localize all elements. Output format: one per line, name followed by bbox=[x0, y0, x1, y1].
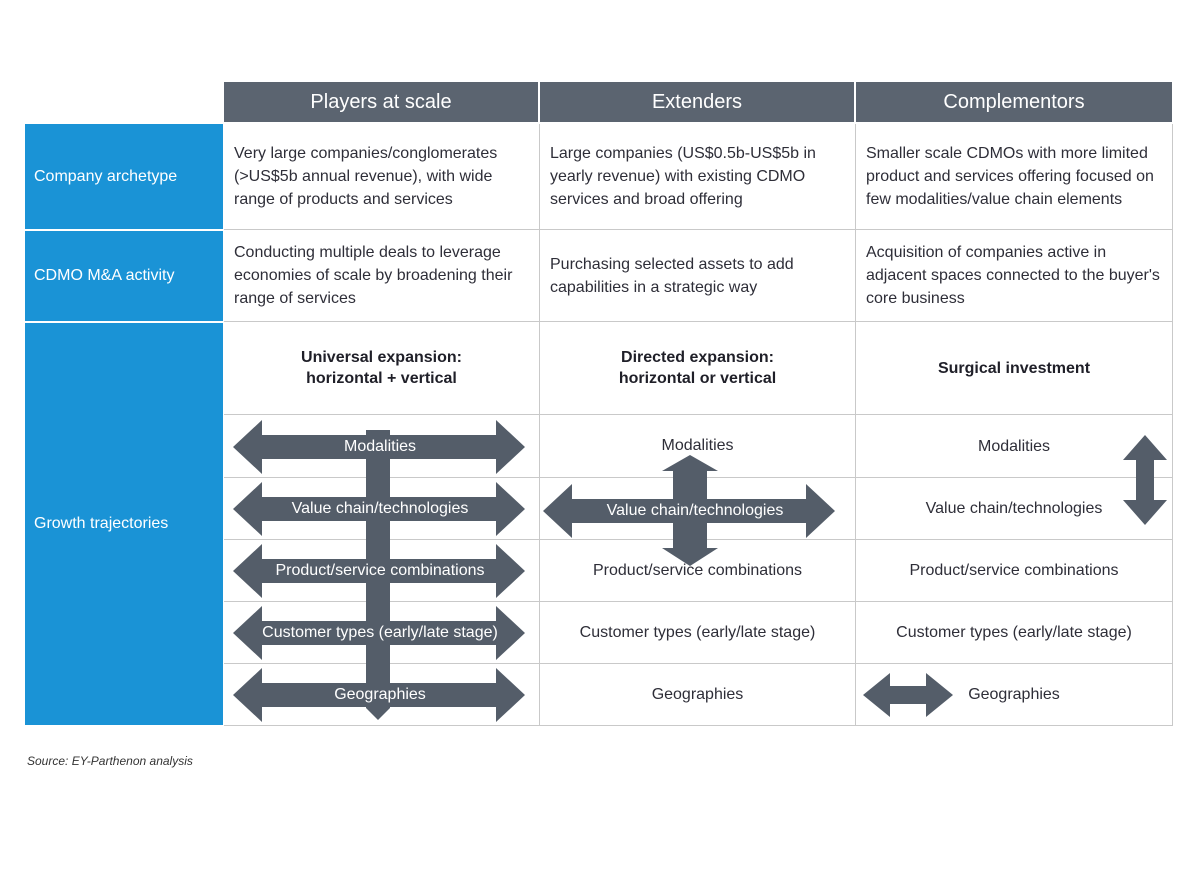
column-header-players-at-scale: Players at scale bbox=[224, 82, 538, 122]
archetype-extenders-cell: Large companies (US$0.5b-US$5b in yearly… bbox=[540, 124, 855, 229]
complementors-product-service-label: Product/service combinations bbox=[909, 562, 1119, 579]
grid-line bbox=[1172, 124, 1173, 726]
cell-text: Smaller scale CDMOs with more limited pr… bbox=[866, 145, 1154, 208]
grid-line bbox=[539, 124, 540, 726]
grid-line bbox=[224, 414, 1173, 415]
source-note: Source: EY-Parthenon analysis bbox=[27, 754, 193, 768]
complementors-geographies-label: Geographies bbox=[968, 686, 1060, 703]
double-arrow-geographies bbox=[233, 668, 525, 722]
ma-players-cell: Conducting multiple deals to leverage ec… bbox=[224, 230, 539, 321]
ma-extenders-cell: Purchasing selected assets to add capabi… bbox=[540, 230, 855, 321]
archetype-complementors-cell: Smaller scale CDMOs with more limited pr… bbox=[856, 124, 1172, 229]
double-arrow-product-service bbox=[233, 544, 525, 598]
cell-text: Conducting multiple deals to leverage ec… bbox=[234, 244, 513, 307]
column-header-complementors: Complementors bbox=[856, 82, 1172, 122]
complementors-value-chain-label: Value chain/technologies bbox=[925, 500, 1103, 517]
extenders-modalities-label: Modalities bbox=[661, 437, 734, 454]
strategy-surgical-investment: Surgical investment bbox=[937, 359, 1091, 377]
horizontal-arrow-extenders bbox=[543, 484, 835, 538]
complementors-modalities-label: Modalities bbox=[977, 438, 1051, 455]
row-label-company-archetype: Company archetype bbox=[25, 124, 223, 229]
extenders-customer-types-label: Customer types (early/late stage) bbox=[579, 624, 816, 641]
row-label-text: Growth trajectories bbox=[34, 515, 169, 532]
double-arrow-value-chain bbox=[233, 482, 525, 536]
strategy-directed-expansion: Directed expansion: horizontal or vertic… bbox=[618, 349, 777, 387]
complementors-customer-types-label: Customer types (early/late stage) bbox=[896, 624, 1132, 641]
grid-line bbox=[224, 321, 1173, 322]
grid-line bbox=[224, 229, 1173, 230]
double-arrow-modalities bbox=[233, 420, 525, 474]
cell-text: Large companies (US$0.5b-US$5b in yearly… bbox=[550, 145, 816, 208]
cell-text: Purchasing selected assets to add capabi… bbox=[550, 255, 794, 296]
row-label-growth-trajectories: Growth trajectories bbox=[25, 323, 223, 725]
row-label-text: Company archetype bbox=[34, 167, 178, 185]
double-arrow-customer-types bbox=[233, 606, 525, 660]
double-arrow-geographies-small bbox=[863, 673, 953, 717]
players-customer-types-label: Customer types (early/late stage) bbox=[262, 624, 498, 641]
extenders-product-service-label: Product/service combinations bbox=[593, 562, 802, 579]
extenders-geographies-label: Geographies bbox=[651, 686, 744, 703]
players-geographies-label: Geographies bbox=[334, 686, 426, 703]
row-label-text: CDMO M&A activity bbox=[34, 267, 175, 284]
grid-line bbox=[224, 601, 1173, 602]
column-header-extenders: Extenders bbox=[540, 82, 854, 122]
players-value-chain-label: Value chain/technologies bbox=[291, 500, 469, 517]
ma-complementors-cell: Acquisition of companies active in adjac… bbox=[856, 230, 1172, 321]
row-label-ma-activity: CDMO M&A activity bbox=[25, 231, 223, 321]
strategy-universal-expansion: Universal expansion: horizontal + vertic… bbox=[301, 349, 462, 387]
players-product-service-label: Product/service combinations bbox=[275, 562, 485, 579]
cell-text: Acquisition of companies active in adjac… bbox=[866, 244, 1160, 307]
archetype-players-cell: Very large companies/conglomerates (>US$… bbox=[224, 124, 539, 229]
grid-line bbox=[224, 725, 1173, 726]
grid-line bbox=[224, 663, 1173, 664]
vertical-arrow-tip bbox=[366, 708, 390, 720]
vertical-double-arrow-complementors bbox=[1123, 435, 1167, 525]
extenders-value-chain-label: Value chain/technologies bbox=[606, 502, 784, 519]
cell-text: Very large companies/conglomerates (>US$… bbox=[234, 145, 498, 208]
grid-line bbox=[855, 124, 856, 726]
players-modalities-label: Modalities bbox=[343, 438, 417, 455]
